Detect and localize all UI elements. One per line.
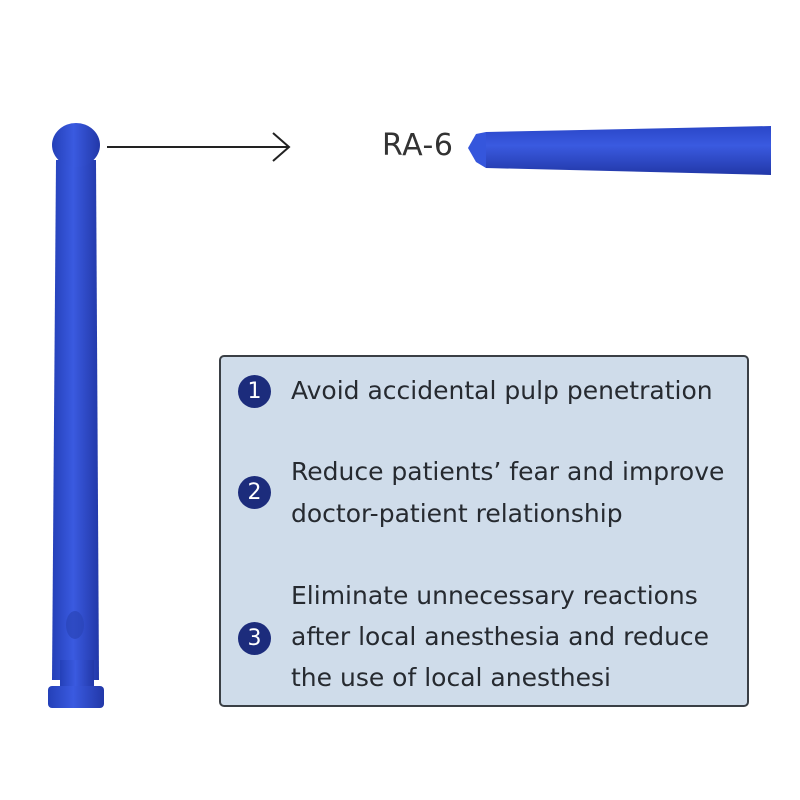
horizontal-stick-tip: [468, 126, 771, 175]
vertical-stick: [48, 123, 104, 708]
feature-text: Eliminate unnecessary reactions: [291, 581, 698, 610]
model-label: RA-6: [382, 128, 454, 163]
number-badge: 1: [238, 375, 271, 408]
feature-text: Avoid accidental pulp penetration: [291, 376, 713, 405]
number-badge: 2: [238, 476, 271, 509]
feature-text: doctor-patient relationship: [291, 499, 623, 528]
feature-text: after local anesthesia and reduce: [291, 622, 710, 651]
number-badge: 3: [238, 622, 271, 655]
feature-text: the use of local anesthesi: [291, 663, 611, 692]
arrow-icon: [107, 132, 291, 162]
features-box: 1 Avoid accidental pulp penetration 2 Re…: [219, 355, 749, 707]
feature-text: Reduce patients’ fear and improve: [291, 457, 725, 486]
